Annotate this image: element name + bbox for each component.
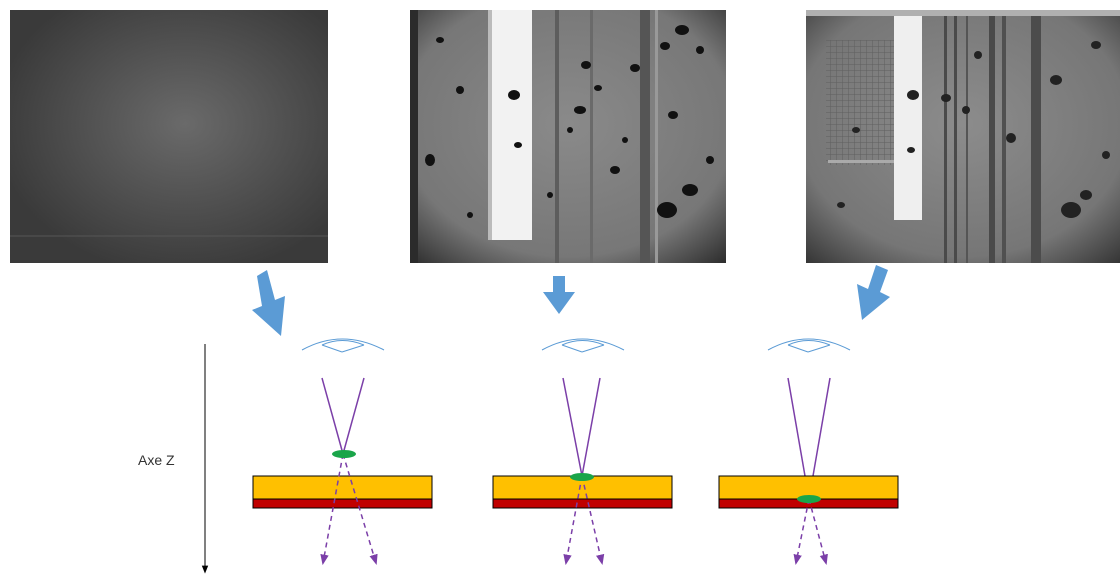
image-defocused: [10, 10, 328, 263]
focal-spot: [570, 473, 594, 481]
image-focused-interface: [806, 10, 1120, 263]
pointer-arrow-right: [857, 265, 890, 320]
objective-lens-icon: [767, 338, 851, 351]
pointer-arrow-middle: [543, 276, 575, 314]
sample-bottom-layer: [252, 498, 433, 509]
sample-bottom-layer: [492, 498, 673, 509]
setup-focus-surface: [492, 338, 673, 566]
objective-lens-icon: [541, 338, 625, 351]
objective-lens-icon: [301, 338, 385, 351]
z-axis-label: Axe Z: [138, 452, 175, 468]
focal-spot: [332, 450, 356, 458]
focal-spot: [797, 495, 821, 503]
setup-focus-above: [252, 338, 433, 566]
pointer-arrow-left: [252, 270, 285, 336]
setup-focus-interface: [718, 338, 899, 566]
sample-top-layer: [252, 475, 433, 500]
image-focused-surface: [410, 10, 726, 263]
